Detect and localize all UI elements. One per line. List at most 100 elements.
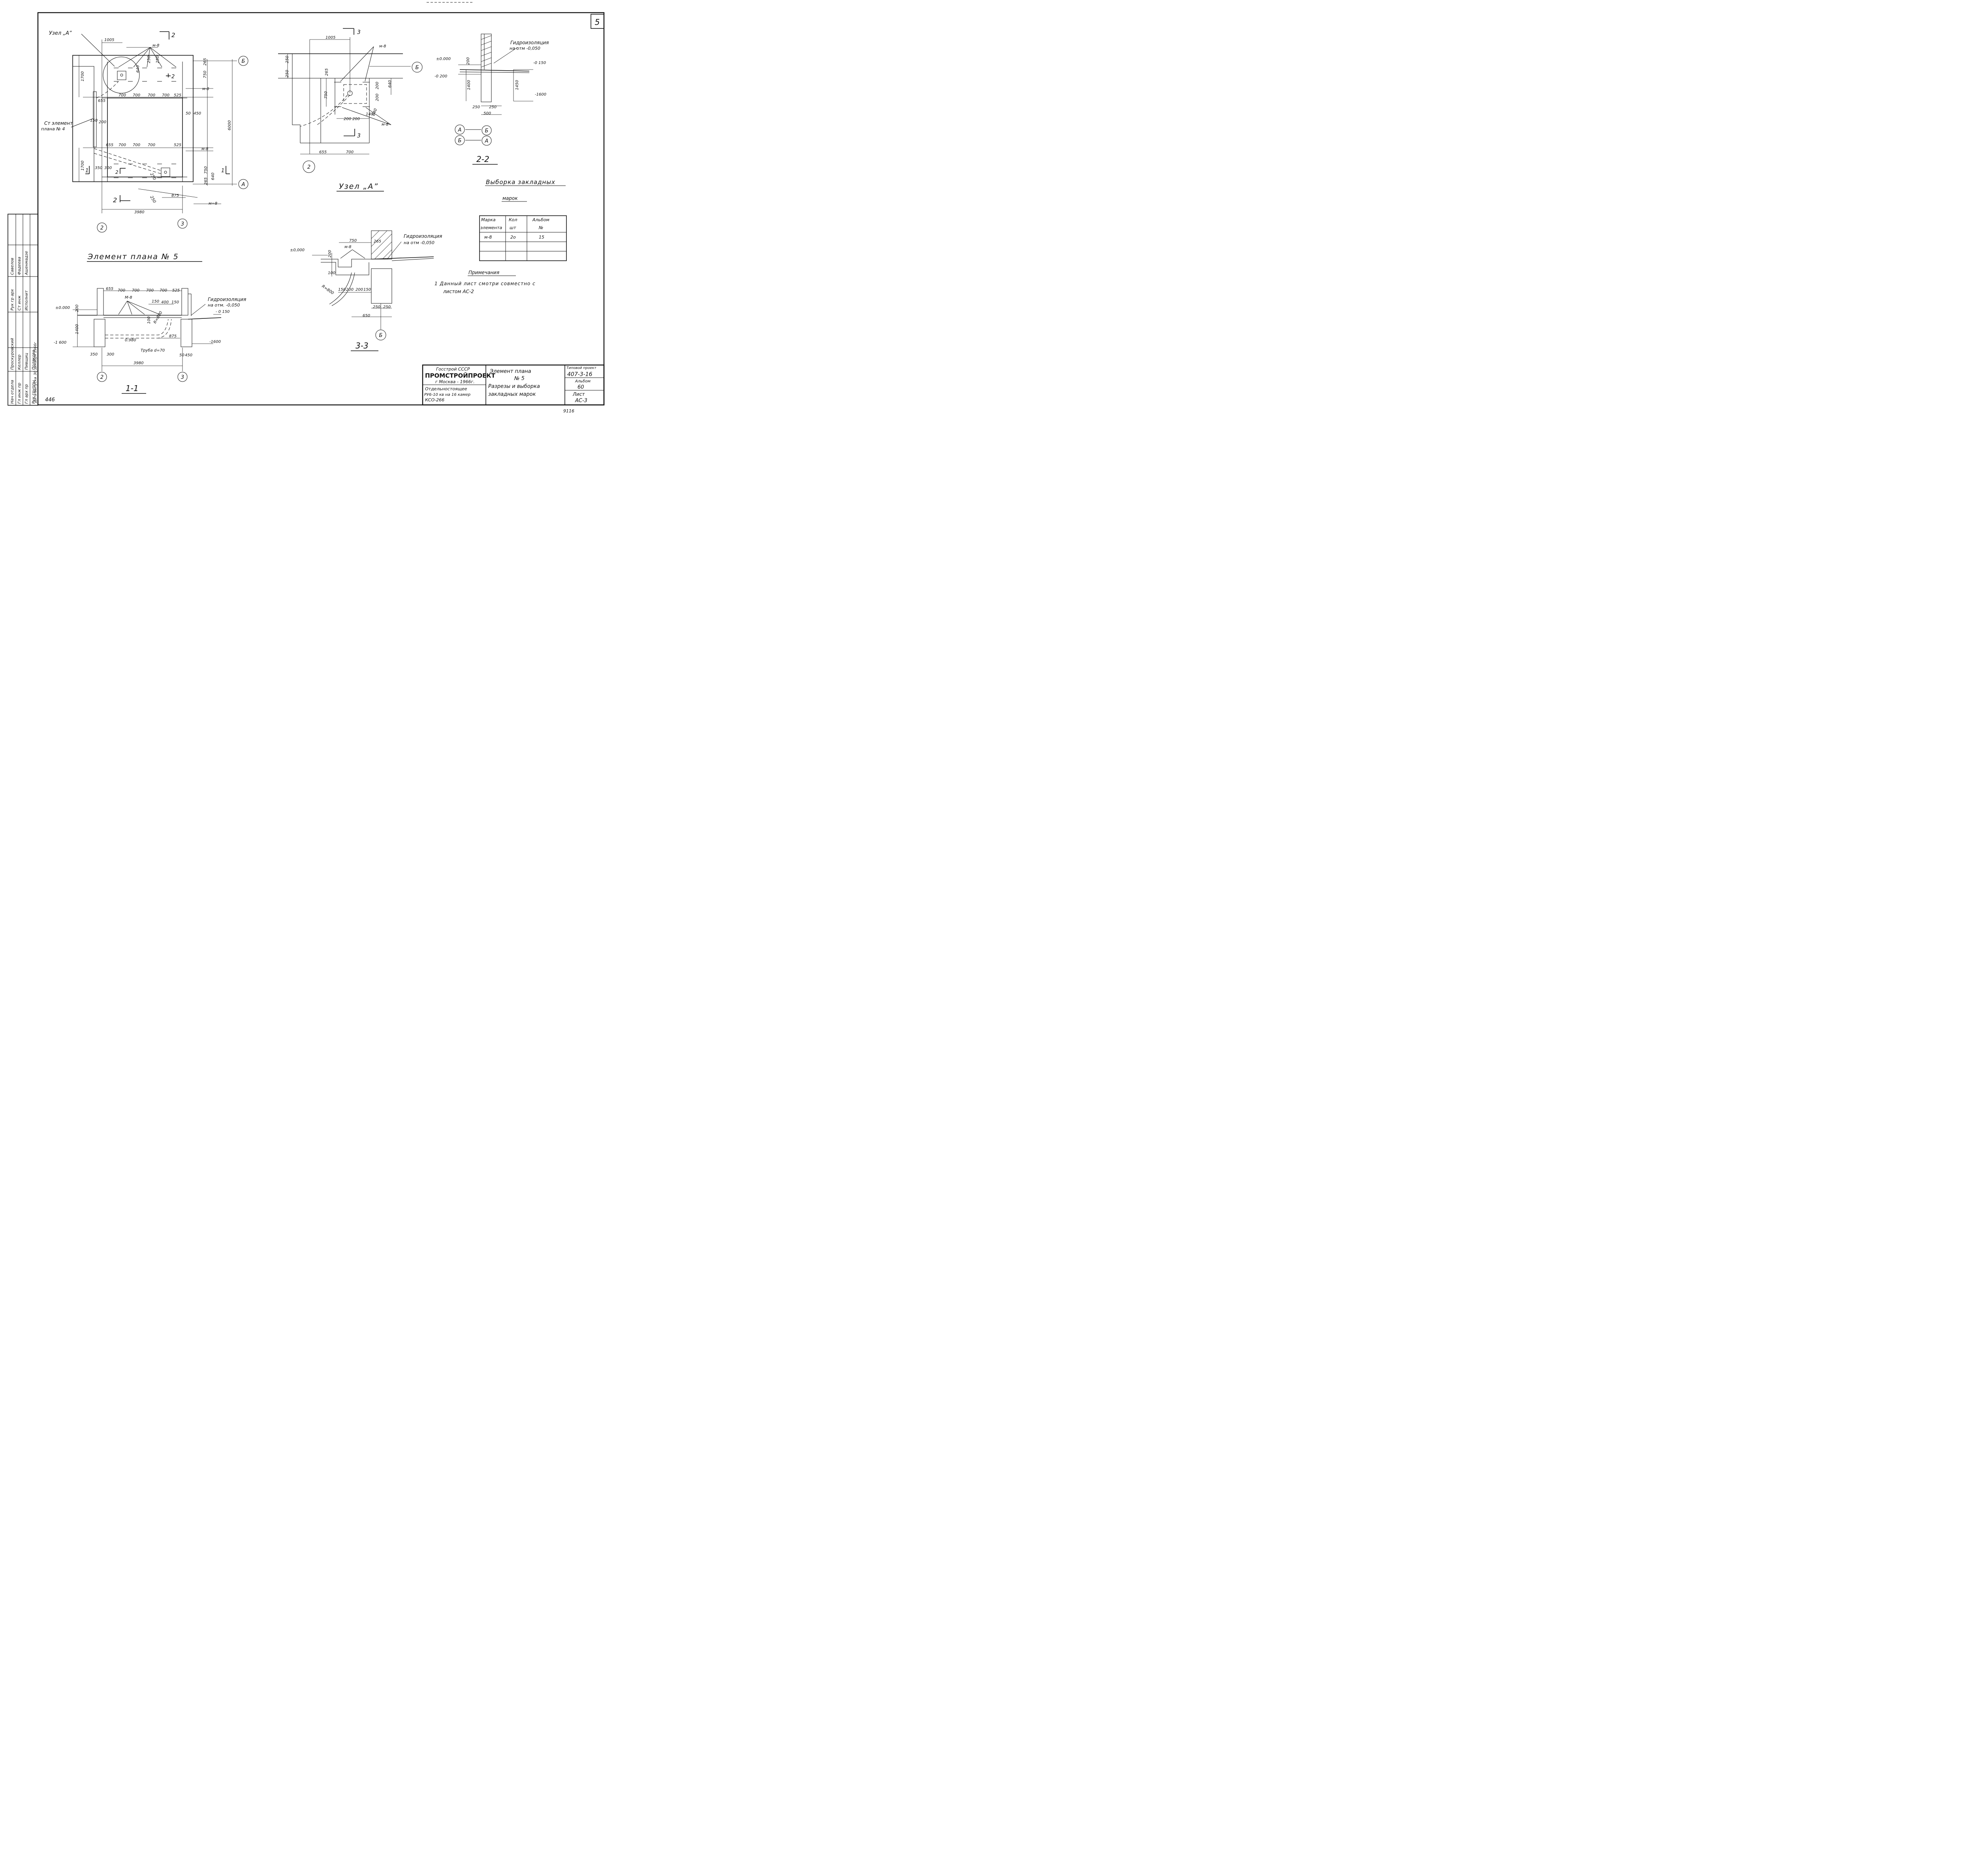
s11-axis-2: 2: [100, 374, 103, 380]
s11-dim-150b: 150: [171, 300, 179, 305]
node-a-dim-140: 140: [366, 112, 373, 117]
plan-view-title: Элемент плана № 5: [87, 252, 179, 261]
node-a-dim-200c: 200: [344, 117, 351, 121]
node-a-title: Узел „А”: [339, 182, 378, 191]
s33-title: 3-3: [356, 341, 369, 350]
s11-pipe: Труба d=70: [141, 348, 165, 353]
s22-axis-b2: Б: [458, 138, 462, 144]
s33-waterproofing-1: Гидроизоляция: [404, 233, 442, 239]
org-line-2: ПРОМСТРОЙПРОЕКТ: [425, 372, 496, 379]
s11-dim-100: 100: [147, 316, 151, 324]
dim-300: 300: [104, 166, 112, 170]
section-mark-left: 1: [85, 168, 88, 174]
s22-elev-m1600: -1600: [535, 92, 546, 97]
s33-dim-250b: 250: [383, 305, 391, 309]
section-mark-top: 2: [171, 32, 175, 39]
sheet-title-2: № 5: [514, 376, 525, 382]
s22-dim-250b: 250: [489, 105, 497, 109]
s11-elev-000: ±0.000: [55, 306, 70, 310]
dim-700-5: 700: [118, 143, 126, 147]
node-a-dim-1005: 1005: [325, 36, 335, 40]
sheet-title-4: закладных марок: [488, 391, 536, 397]
sig-role-6: Ст инж: [17, 295, 22, 310]
node-a-section-mark-top: 3: [357, 29, 361, 36]
dim-700-extra: 700: [162, 93, 169, 98]
notes-line-2: листом АС-2: [443, 289, 474, 294]
sheet-frame: 5: [37, 2, 605, 406]
s11-dim-875: 875: [169, 334, 177, 339]
object-line-1: Отдельностоящее: [425, 386, 467, 391]
schedule-title-2: марок: [502, 196, 518, 201]
s22-dim-250a: 250: [472, 105, 480, 109]
dim-750b: 750: [204, 166, 208, 174]
plan-view: Узел „А” 2 2 1 1 2 2 Б А 2 3 Ст элемент …: [41, 30, 248, 262]
node-a-dim-m8-bot: м-8: [382, 122, 389, 127]
dim-700-6: 700: [133, 143, 140, 147]
dim-700-7: 700: [148, 143, 155, 147]
dim-250c: 250: [149, 172, 156, 181]
s33-axis-b: Б: [379, 333, 383, 339]
project-label: Типовой проект: [566, 366, 596, 370]
sheet-title-1: Элемент плана: [489, 369, 531, 374]
node-a-section-mark-bottom: 3: [357, 133, 361, 139]
s33-dim-150a: 150: [338, 288, 346, 292]
dim-6000: 6000: [228, 120, 232, 130]
dim-250a: 250: [147, 56, 151, 63]
s11-dim-50: 50: [179, 353, 184, 358]
node-a-dim-200b: 200: [375, 94, 380, 101]
dim-1005: 1005: [104, 38, 114, 42]
s33-dim-150b: 150: [363, 288, 371, 292]
s33-dim-m8: м-8: [344, 245, 352, 249]
s11-dim-700a: 700: [118, 288, 125, 293]
sig-role-5: Рук гр арх: [10, 289, 15, 310]
s22-waterproofing-2: на отм -0,050: [510, 46, 540, 51]
drawing-sheet: 5: [8, 2, 605, 414]
dim-350: 350: [95, 166, 102, 170]
dim-655-bot: 655: [106, 143, 113, 147]
s11-dim-1400: 1400: [75, 324, 79, 334]
s22-title: 2-2: [476, 154, 489, 164]
title-block: Госстрой СССР ПРОМСТРОЙПРОЕКТ г Москва -…: [422, 364, 605, 414]
schedule-header-mark-2: элемента: [480, 225, 502, 230]
schedule-header-mark-1: Марка: [481, 217, 496, 222]
s22-dim-500: 500: [483, 111, 491, 116]
dim-640b: 640: [211, 173, 215, 180]
s11-dim-200: 200: [75, 305, 79, 312]
section-mark-bottom-inner: 2: [115, 169, 118, 175]
s11-dim-450: 450: [185, 353, 192, 358]
s11-dim-3980: 3980: [134, 361, 143, 365]
node-a-axis-2: 2: [307, 164, 310, 170]
node-a-dim-200a: 200: [375, 82, 380, 89]
s33-elev-000: ±0,000: [290, 248, 305, 252]
dim-1700-bot: 1700: [81, 161, 85, 171]
handwritten-number: 446: [45, 397, 55, 403]
sig-name-2: Келлер: [17, 354, 22, 370]
s11-elev-m0150: - 0 150: [216, 310, 229, 314]
dim-525-top: 525: [174, 93, 181, 98]
dim-265b: 265: [204, 177, 208, 185]
s11-dim-700c: 700: [146, 288, 154, 293]
s33-dim-200a: 200: [346, 288, 354, 292]
section-2-2: Гидроизоляция на отм -0,050 ±0.000 -0 15…: [434, 34, 549, 165]
notes-heading: Примечания: [468, 270, 499, 275]
sheet-label: Лист: [572, 391, 585, 397]
dim-700-3: 700: [148, 93, 155, 98]
axis-2-label: 2: [100, 225, 103, 231]
node-a-dim-655: 655: [319, 150, 327, 154]
s22-elev-000: ±0.000: [436, 57, 451, 61]
s33-dim-650: 650: [363, 314, 370, 318]
element-label-line-2: плана № 4: [41, 126, 65, 132]
org-line-1: Госстрой СССР: [436, 367, 470, 372]
s33-dim-100: 100: [328, 271, 335, 275]
sig-role-3: Гл арх пр: [24, 384, 29, 404]
s22-axis-a2: А: [485, 138, 489, 144]
axis-3-label: 3: [181, 221, 184, 227]
dim-700-2: 700: [133, 93, 140, 98]
sig-name-6: Фадеева: [17, 257, 22, 275]
schedule-header-qty-2: шт: [510, 225, 516, 230]
section-mark-right: 1: [221, 168, 224, 174]
node-a-view: 3 3 1005 м-8 250 250 265 640 750 200 200…: [278, 28, 423, 192]
sheet-title-3: Разрезы и выборка: [488, 384, 540, 390]
dim-250b: 250: [156, 56, 160, 63]
dim-m8-mid: м-8: [202, 87, 209, 91]
